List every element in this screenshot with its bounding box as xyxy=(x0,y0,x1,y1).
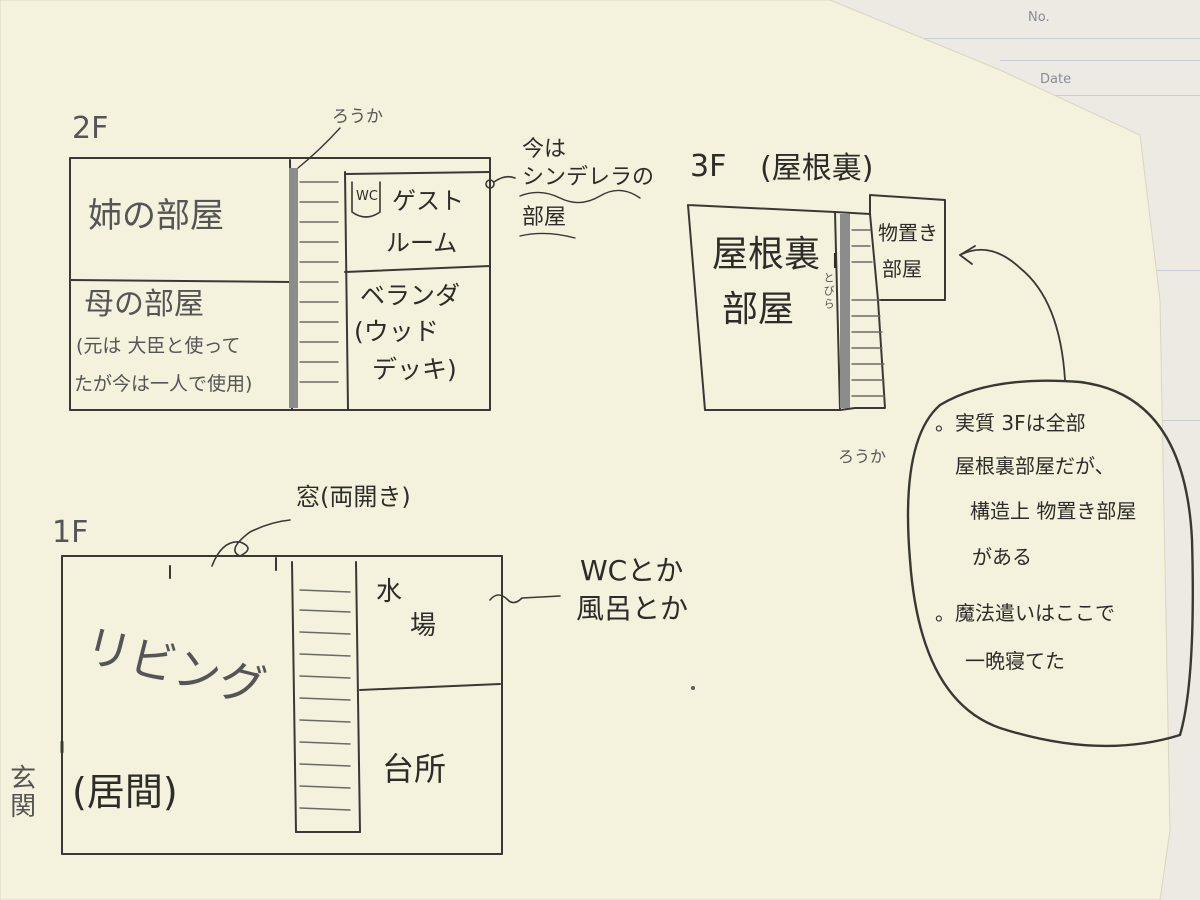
floor2-wc-mark: WC xyxy=(356,189,378,204)
notebook-rule xyxy=(1000,95,1200,96)
floor3-divider xyxy=(869,213,879,301)
note-line3: 構造上 物置き部屋 xyxy=(970,499,1137,523)
floor1-divider xyxy=(355,561,361,833)
floor3-heading: 3F xyxy=(690,149,727,184)
floor1-divider xyxy=(291,561,297,833)
floor2-guest-room-line1: ゲスト xyxy=(392,187,464,215)
callout-dot xyxy=(485,179,495,189)
floor2-guest-room-line2: ルーム xyxy=(386,229,458,257)
notebook-rule xyxy=(1000,60,1200,61)
floor2-divider xyxy=(344,171,491,175)
notebook-rule xyxy=(780,38,1200,39)
floor1-kitchen: 台所 xyxy=(382,750,447,788)
floor1-heading: 1F xyxy=(52,515,89,550)
floor2-veranda-line1: ベランダ xyxy=(360,281,461,310)
floor3-door-mark: I xyxy=(832,249,838,273)
notebook-date-label: Date xyxy=(1040,72,1072,87)
floor3-door-label: とびら xyxy=(822,272,836,311)
floor2-stairs-leader xyxy=(297,127,341,169)
floor2-divider xyxy=(344,265,491,273)
callout-line1: 今は xyxy=(522,137,567,162)
floor2-divider xyxy=(69,279,291,283)
floor3-heading-note: (屋根裏) xyxy=(760,151,874,186)
floor2-heading: 2F xyxy=(72,111,109,146)
floor3-attic-line2: 部屋 xyxy=(722,289,795,330)
notebook-rule xyxy=(1150,270,1200,271)
bubble-pointer-arrow xyxy=(959,248,1066,381)
notebook-no-label: No. xyxy=(1028,10,1050,25)
floor1-divider xyxy=(359,683,501,691)
floor1-stairs xyxy=(299,589,351,811)
note-paper xyxy=(0,0,1171,900)
floor3-storage-line1: 物置き xyxy=(878,221,938,245)
callout-line3: 部屋 xyxy=(522,205,567,230)
floor2-mother-note-line2: たが今は一人で使用) xyxy=(74,373,253,395)
floor2-corridor-shade xyxy=(289,168,298,408)
note-line5: 。魔法遣いはここで xyxy=(935,601,1115,625)
floor1-outline xyxy=(61,555,503,855)
floor2-stairs xyxy=(299,181,339,383)
floor2-outline xyxy=(69,157,491,411)
callout-leader xyxy=(493,175,516,183)
floor2-stairs-label: ろうか xyxy=(332,107,383,127)
floor1-water-note-line1: WCとか xyxy=(580,554,684,587)
floor1-water-line1: 水 xyxy=(376,577,403,607)
callout-underline xyxy=(519,189,641,204)
floor1-window-label: 窓(両開き) xyxy=(296,483,411,511)
floor3-storage-line2: 部屋 xyxy=(882,257,922,281)
floor1-plan xyxy=(60,519,561,855)
floor3-attic-line1: 屋根裏 xyxy=(712,234,821,275)
floor3-stairs-label: ろうか xyxy=(838,447,887,466)
note-line6: 一晩寝てた xyxy=(965,649,1065,673)
floor3-plan xyxy=(687,194,1066,411)
note-line2: 屋根裏部屋だが、 xyxy=(955,454,1115,478)
floor1-living-line2: (居間) xyxy=(72,770,178,814)
floor2-mother-room: 母の部屋 xyxy=(84,287,204,322)
floor1-water-line2: 場 xyxy=(410,611,437,641)
note-line4: がある xyxy=(972,545,1032,569)
floor3-storage-outline xyxy=(834,194,946,411)
pencil-dot xyxy=(691,686,695,690)
floor2-plan xyxy=(69,127,641,411)
floor1-entrance: 玄関 xyxy=(5,764,36,820)
floor2-divider xyxy=(344,171,349,411)
window-leader xyxy=(211,519,291,567)
floor3-corridor-shade xyxy=(840,214,850,408)
callout-underline xyxy=(519,232,576,239)
floor2-veranda-line3: デッキ) xyxy=(372,355,457,384)
notebook-rule xyxy=(1150,420,1200,421)
floor2-mother-note-line1: (元は 大臣と使って xyxy=(76,335,241,357)
arrow-head xyxy=(959,245,976,265)
floor2-veranda-line2: (ウッド xyxy=(354,317,439,346)
water-leader xyxy=(489,594,561,604)
callout-line2: シンデレラの xyxy=(522,165,655,190)
floor3-stairs xyxy=(851,229,885,397)
note-bubble-outline xyxy=(906,379,1194,748)
floor1-water-note-line2: 風呂とか xyxy=(576,592,689,625)
floor2-sister-room: 姉の部屋 xyxy=(88,196,224,236)
floor2-toilet-mark xyxy=(351,181,381,218)
note-line1: 。実質 3Fは全部 xyxy=(935,411,1086,435)
